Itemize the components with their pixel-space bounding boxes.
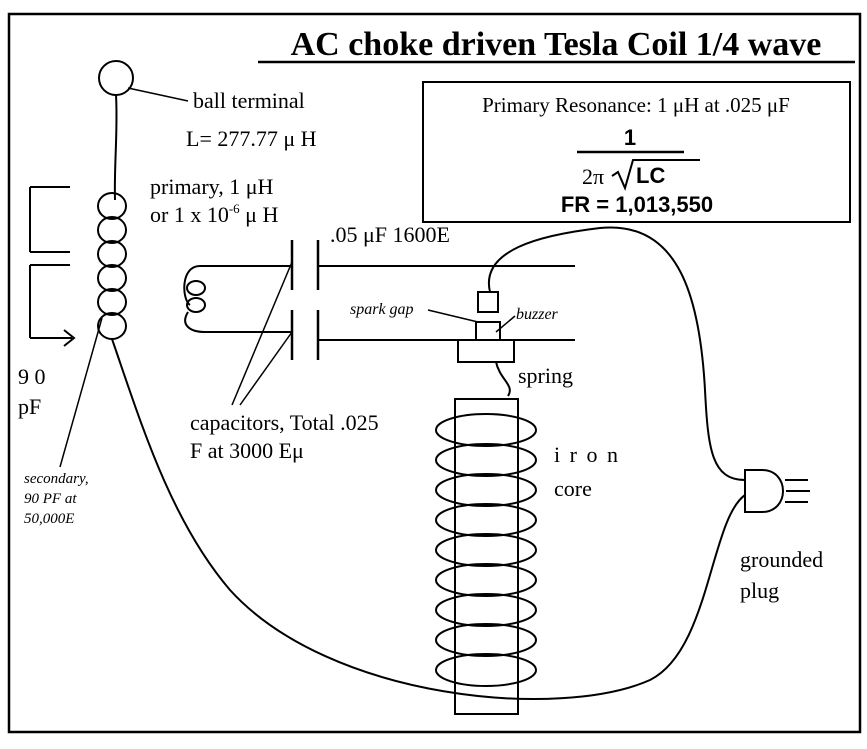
iron-core-label-1: i r o n (554, 442, 620, 467)
spark-gap-upper (477, 291, 499, 313)
ground-wire (111, 338, 746, 700)
ball-terminal-label: ball terminal (193, 88, 305, 113)
formula-two-pi: 2π (582, 164, 604, 189)
secondary-label-2: 90 PF at (24, 491, 77, 507)
secondary-label-1: secondary, (24, 471, 89, 487)
ball-terminal-leader (127, 87, 189, 102)
outer-frame (7, 12, 862, 734)
spring-wire (495, 361, 511, 397)
buzzer-base (457, 339, 515, 363)
inductance-label: L= 277.77 μ H (186, 126, 317, 151)
pf-label-unit: pF (18, 394, 41, 419)
plug-label-2: plug (740, 578, 779, 603)
ball-terminal (98, 60, 134, 96)
choke-winding (435, 413, 537, 687)
iron-core (454, 398, 519, 715)
secondary-coil (97, 192, 127, 340)
pf-capacitor-symbol (29, 186, 76, 347)
spark-gap-label: spark gap (350, 301, 414, 318)
pf-label-value: 9 0 (18, 364, 46, 389)
capacitor-pair (290, 240, 320, 360)
primary-label-2: or 1 x 10-6 μ H (150, 201, 278, 227)
diagram-title: AC choke driven Tesla Coil 1/4 wave (291, 26, 822, 63)
capacitor-leader-1 (231, 261, 293, 406)
formula-numerator: 1 (624, 125, 636, 150)
fr-value: FR = 1,013,550 (561, 192, 713, 217)
cap-rating-label: .05 μF 1600E (330, 222, 450, 247)
plug-prongs (785, 479, 810, 503)
resonance-box (422, 81, 851, 223)
spring-label: spring (518, 363, 573, 388)
terminal-wire (113, 94, 118, 201)
plug-label-1: grounded (740, 547, 823, 572)
capacitors-label-2: F at 3000 Eμ (190, 438, 304, 463)
capacitors-label-1: capacitors, Total .025 (190, 410, 379, 435)
resonance-line: Primary Resonance: 1 μH at .025 μF (482, 93, 790, 117)
sqrt-sign (611, 159, 700, 191)
primary-coil (183, 265, 292, 333)
secondary-leader (59, 317, 103, 468)
capacitor-leader-2 (239, 331, 293, 406)
grounded-plug (744, 469, 784, 513)
spark-gap-leader (427, 309, 479, 323)
iron-core-label-2: core (554, 476, 592, 501)
secondary-label-3: 50,000E (24, 511, 74, 527)
buzzer-label: buzzer (516, 306, 559, 323)
top-loop-wire (487, 226, 746, 481)
formula-root: LC (636, 163, 665, 188)
buzzer-leader (495, 315, 516, 333)
primary-label-1: primary, 1 μH (150, 174, 274, 199)
